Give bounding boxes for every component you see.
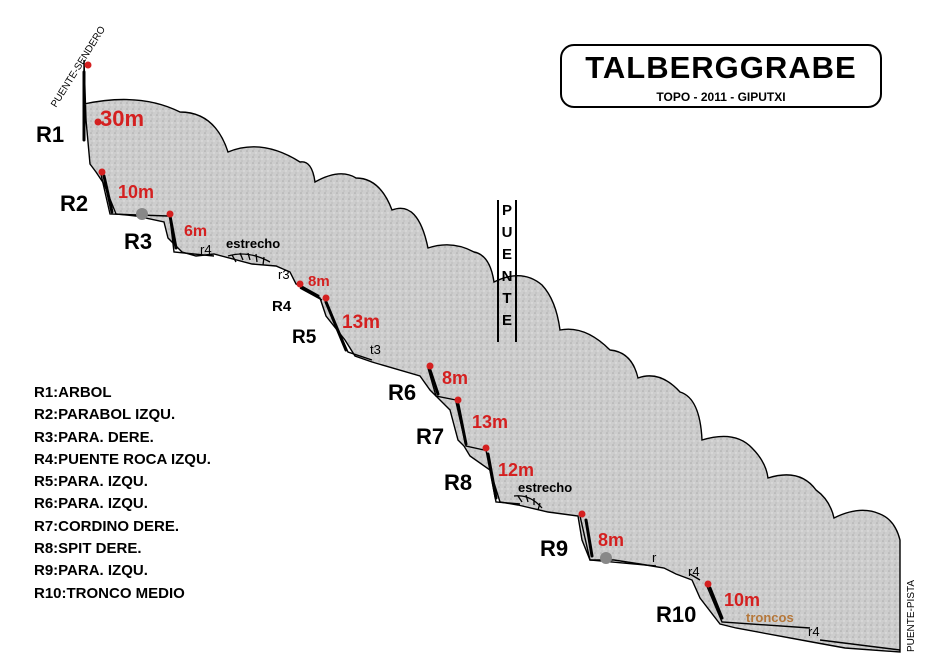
- anchor-r5: [322, 294, 330, 302]
- rappel-length-r6: 8m: [442, 368, 468, 388]
- rappel-length-r8: 12m: [498, 460, 534, 480]
- label-t3: t3: [370, 342, 381, 357]
- anchor-r1: [84, 61, 92, 69]
- legend-item: R1:ARBOL: [34, 384, 112, 401]
- label-troncos: troncos: [746, 610, 794, 625]
- legend-item: R7:CORDINO DERE.: [34, 517, 180, 535]
- puente-letter: P: [501, 202, 512, 219]
- anchor-r8: [482, 444, 490, 452]
- rappel-id-r7: R7: [416, 424, 444, 449]
- rappel-id-r6: R6: [388, 380, 416, 405]
- puente-letter: U: [501, 224, 513, 241]
- rappel-length-r7: 13m: [472, 412, 508, 432]
- label-r: r: [652, 550, 657, 565]
- rappel-id-r4: R4: [272, 298, 292, 315]
- anchor-r2: [98, 168, 106, 176]
- page-subtitle: TOPO - 2011 - GIPUTXI: [656, 90, 786, 104]
- rappel-length-r3: 6m: [184, 223, 207, 240]
- puente-letter: E: [501, 312, 512, 329]
- anchor-r4: [296, 280, 304, 288]
- legend-item: R8:SPIT DERE.: [34, 540, 142, 558]
- rock-mass: [83, 59, 901, 653]
- end-side-label: PUENTE-PISTA: [906, 580, 917, 652]
- legend-item: R4:PUENTE ROCA IZQU.: [34, 450, 211, 468]
- label-estrecho-2: estrecho: [518, 480, 572, 495]
- rappel-id-r9: R9: [540, 536, 568, 561]
- rappel-id-r1: R1: [36, 122, 64, 147]
- rappel-length-r9: 8m: [598, 530, 624, 550]
- pool-1: [136, 208, 148, 220]
- rappel-id-r10: R10: [656, 602, 696, 627]
- legend-item: R10:TRONCO MEDIO: [34, 584, 185, 602]
- puente-bracket: [497, 200, 517, 342]
- legend-item: R9:PARA. IZQU.: [34, 562, 148, 580]
- page-title: TALBERGGRABE: [585, 50, 857, 85]
- anchor-r7: [454, 396, 462, 404]
- rappel-id-r3: R3: [124, 229, 152, 254]
- start-side-label: PUENTE-SENDERO: [49, 24, 108, 109]
- pool-2: [600, 552, 612, 564]
- rappel-length-r5: 13m: [342, 312, 380, 333]
- label-r4-b: r4: [688, 564, 700, 579]
- label-r4-c: r4: [808, 624, 820, 639]
- label-r3: r3: [278, 267, 290, 282]
- rappel-length-r2: 10m: [118, 182, 154, 202]
- label-estrecho-1: estrecho: [226, 236, 280, 251]
- anchors: [84, 61, 712, 588]
- rope-lines: [82, 70, 724, 620]
- legend-item: R3:PARA. DERE.: [34, 428, 154, 446]
- anchor-r10: [704, 580, 712, 588]
- rappel-length-r4: 8m: [308, 273, 330, 290]
- legend-item: R6:PARA. IZQU.: [34, 495, 148, 513]
- rappel-id-r2: R2: [60, 191, 88, 216]
- anchor-r3: [166, 210, 174, 218]
- estrecho-hatch: [227, 252, 543, 511]
- label-r4-a: r4: [200, 242, 212, 257]
- puente-letter: T: [502, 290, 512, 307]
- anchor-r6: [426, 362, 434, 370]
- rappel-id-r5: R5: [292, 327, 317, 348]
- anchor-r9: [578, 510, 586, 518]
- legend-item: R5:PARA. IZQU.: [34, 473, 148, 491]
- rappel-length-r10: 10m: [724, 590, 760, 610]
- anchor-legend: R1:ARBOL R2:PARABOL IZQU. R3:PARA. DERE.…: [34, 382, 294, 605]
- puente-letter: N: [501, 268, 513, 285]
- rappel-length-r1: 30m: [100, 106, 144, 131]
- legend-item: R2:PARABOL IZQU.: [34, 406, 176, 424]
- anchor-r1-b: [94, 118, 102, 126]
- title-box: TALBERGGRABE TOPO - 2011 - GIPUTXI: [560, 44, 882, 108]
- puente-letter: E: [501, 246, 512, 263]
- rappel-id-r8: R8: [444, 470, 472, 495]
